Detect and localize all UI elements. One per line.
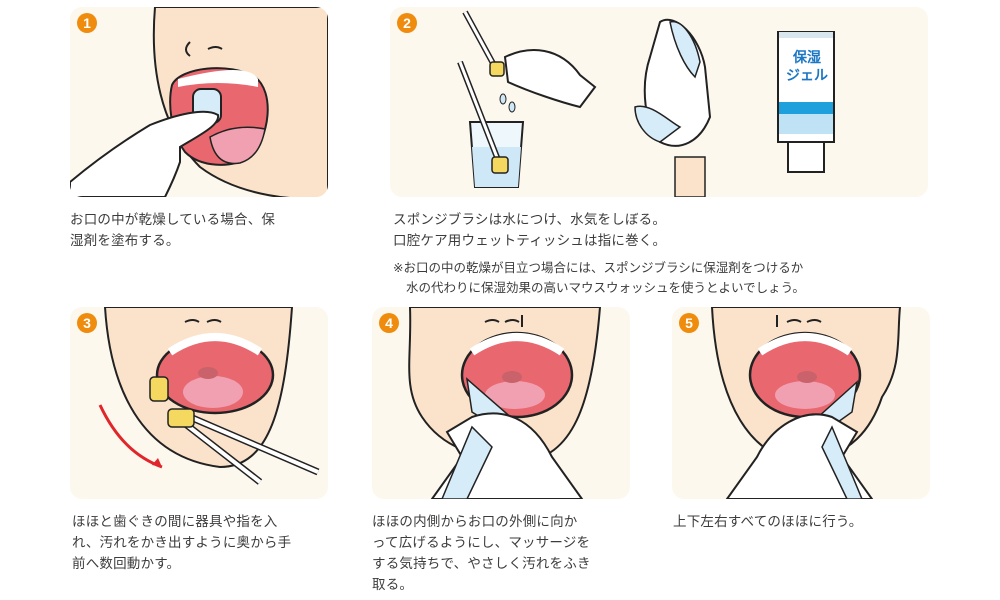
sponge-brush-cheek-illustration bbox=[98, 307, 320, 485]
step-1-badge: 1 bbox=[77, 13, 97, 33]
step-2-badge: 2 bbox=[397, 13, 417, 33]
step-4-caption: ほほの内側からお口の外側に向か って広げるようにし、マッサージを する気持ちで、… bbox=[372, 514, 591, 593]
step-3-illustration: 3 bbox=[70, 307, 328, 499]
step-3-badge: 3 bbox=[77, 313, 97, 333]
step-4-illustration: 4 bbox=[372, 307, 630, 499]
step-4-badge: 4 bbox=[379, 313, 399, 333]
gel-tube-label: 保湿 ジェル bbox=[786, 50, 828, 84]
step-2-caption: スポンジブラシは水につけ、水気をしぼる。 口腔ケア用ウェットティッシュは指に巻く… bbox=[393, 212, 667, 249]
step-5-illustration: 5 bbox=[672, 307, 930, 499]
step-5-badge: 5 bbox=[679, 313, 699, 333]
apply-moisturizer-illustration bbox=[70, 7, 328, 197]
step-1-illustration: 1 bbox=[70, 7, 328, 197]
step-2-note: ※お口の中の乾燥が目立つ場合には、スポンジブラシに保湿剤をつけるか 水の代わりに… bbox=[393, 260, 805, 295]
wipe-cheek-right-illustration bbox=[710, 307, 902, 499]
step-1-caption: お口の中が乾燥している場合、保 湿剤を塗布する。 bbox=[70, 212, 276, 249]
step-3-caption: ほほと歯ぐきの間に器具や指を入 れ、汚れをかき出すように奥から手 前へ数回動かす… bbox=[72, 514, 292, 572]
step-5-caption: 上下左右すべてのほほに行う。 bbox=[673, 514, 863, 530]
wipe-cheek-left-illustration bbox=[408, 307, 602, 499]
sponge-brush-and-gel-illustration bbox=[457, 10, 835, 197]
step-2-illustration: 2 保湿 ジェル bbox=[390, 7, 928, 197]
